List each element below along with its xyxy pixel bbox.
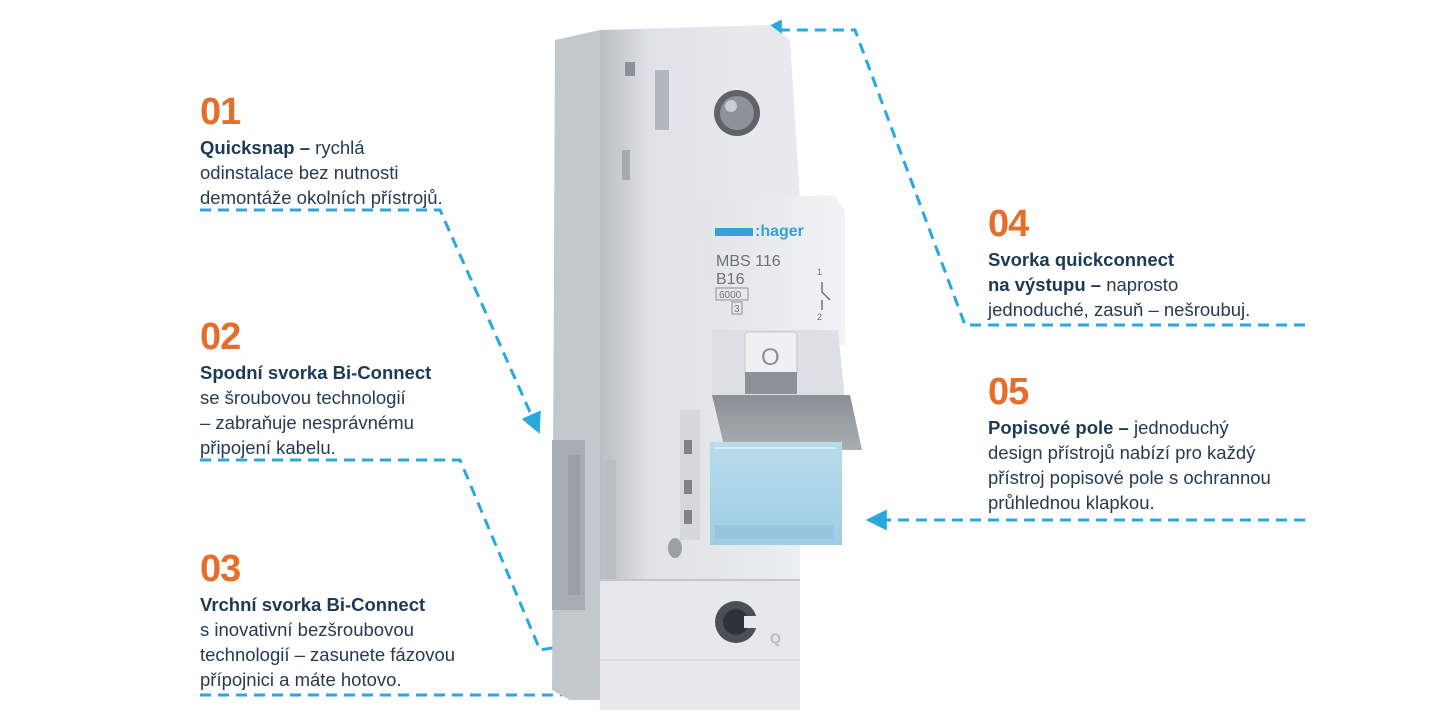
callout-03: 03 Vrchní svorka Bi-Connect s inovativní… (200, 550, 530, 692)
callout-description: naprosto jednoduché, zasuň – nešroubuj. (988, 274, 1251, 320)
callout-title: Spodní svorka Bi-Connect (200, 362, 432, 383)
label-flap (710, 442, 842, 545)
device-class: 3 (734, 304, 740, 315)
device-model: MBS 116 (716, 253, 781, 270)
terminal-bottom-label: 2 (817, 312, 822, 322)
device-capacity: 6000 (719, 290, 742, 301)
callout-number: 05 (988, 371, 1029, 413)
brand-logo: :hager (755, 223, 804, 240)
brand-bar (715, 228, 753, 236)
callout-text: Svorka quickconnect na výstupu – naprost… (988, 247, 1348, 322)
callout-number: 04 (988, 203, 1029, 245)
callout-text: Spodní svorka Bi-Connect se šroubovou te… (200, 360, 500, 460)
callout-description: jednoduchý design přístrojů nabízí pro k… (988, 417, 1271, 513)
toggle-lever (712, 395, 862, 450)
callout-05: 05 Popisové pole – jednoduchý design pří… (988, 373, 1348, 515)
callout-description: se šroubovou technologií – zabraňuje nes… (200, 387, 414, 458)
leader-line-01 (200, 208, 541, 434)
leader-line-04 (760, 19, 1305, 327)
callout-title: Svorka quickconnect na výstupu – (988, 249, 1175, 295)
callout-description: rychlá odinstalace bez nutnosti demontáž… (200, 137, 443, 208)
device-logo-letter: Q (770, 630, 781, 646)
leader-line-03 (200, 673, 637, 697)
callout-text: Quicksnap – rychlá odinstalace bez nutno… (200, 135, 540, 210)
callout-title: Popisové pole – (988, 417, 1129, 438)
callout-text: Vrchní svorka Bi-Connect s inovativní be… (200, 592, 530, 692)
callout-title: Quicksnap – (200, 137, 311, 158)
callout-01: 01 Quicksnap – rychlá odinstalace bez nu… (200, 93, 540, 210)
callout-04: 04 Svorka quickconnect na výstupu – napr… (988, 205, 1348, 322)
callout-number: 03 (200, 548, 241, 590)
callout-text: Popisové pole – jednoduchý design přístr… (988, 415, 1348, 515)
callout-number: 02 (200, 316, 241, 358)
switch-off-symbol: O (761, 344, 780, 371)
callout-description: s inovativní bezšroubovou technologií – … (200, 619, 456, 690)
device-rating: B16 (716, 271, 745, 288)
callout-number: 01 (200, 91, 241, 133)
callout-title: Vrchní svorka Bi-Connect (200, 594, 426, 615)
callout-02: 02 Spodní svorka Bi-Connect se šroubovou… (200, 318, 500, 460)
terminal-top-label: 1 (817, 267, 822, 277)
